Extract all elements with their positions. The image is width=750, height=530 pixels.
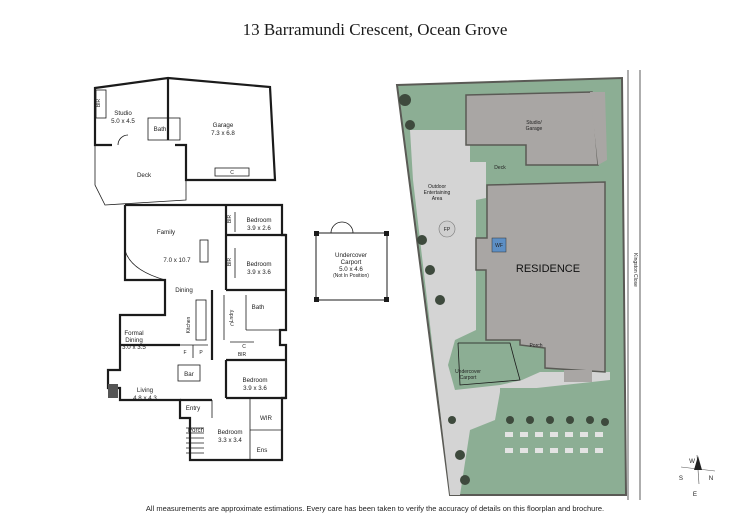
bir3-label: BIR (227, 257, 233, 266)
formal-dining-label: Formal (124, 330, 143, 337)
bath-label: Bath (252, 304, 265, 311)
entry-label: Entry (186, 405, 201, 412)
fire-pit-icon (438, 220, 456, 238)
bedroom1-size: 3.3 x 3.4 (218, 437, 242, 444)
ensuite-label: Ens (257, 447, 268, 454)
compass-n: N (709, 475, 713, 482)
deck-outline (94, 145, 187, 206)
bir-main-label: BIR (238, 352, 247, 358)
wir-label: WIR (260, 415, 273, 422)
site-fp-label: FP (444, 227, 451, 233)
living-label: Living (137, 387, 154, 394)
family-bay (124, 249, 166, 281)
porch-steps (186, 427, 204, 454)
street-name: Kingston Close (632, 253, 638, 287)
site-deck-label: Deck (494, 165, 506, 171)
studio-size: 5.0 x 4.5 (111, 118, 135, 125)
studio-door-swing (117, 134, 129, 146)
page-title: 13 Barramundi Crescent, Ocean Grove (242, 20, 508, 39)
fridge-label: F (183, 350, 186, 356)
studio-bir-label: BIR (96, 98, 102, 107)
site-carport-label: Undercover (455, 369, 481, 375)
trees (399, 94, 470, 485)
pantry-label: P (199, 350, 203, 356)
living-size: 4.8 x 4.3 (133, 395, 157, 402)
bedroom2-size: 3.9 x 2.6 (247, 225, 271, 232)
site-studio-garage-label: Studio/ (526, 120, 542, 126)
site-studio-garage-label-2: Garage (526, 126, 543, 132)
studio-bir-box (95, 89, 107, 119)
front-pavers (505, 432, 603, 453)
compass-w: W (689, 458, 695, 465)
garage-cupboard-label: C (230, 170, 234, 176)
site-plan: Kingston Close Studio/ Garage Deck Outdo… (395, 70, 641, 500)
studio-bath-walls (147, 117, 181, 141)
compass: W N S E (679, 454, 716, 498)
porch-label: Porch (188, 427, 205, 434)
studio-garage-extension (590, 92, 607, 165)
north-arrow-icon (694, 456, 702, 470)
site-outdoor-label-3: Area (432, 196, 443, 202)
formal-dining-size: 3.0 x 3.5 (122, 344, 146, 351)
bar-label: Bar (184, 371, 194, 378)
formal-dining-label-2: Dining (125, 337, 143, 344)
garage-cupboard (214, 167, 250, 177)
kitchen-label: Kitchen (186, 316, 192, 333)
bedroom3-size: 3.9 x 3.6 (247, 269, 271, 276)
front-lawn (500, 388, 610, 418)
carport-not-in-position: Undercover Carport 5.0 x 4.6 (Not In Pos… (314, 221, 389, 302)
studio-bath-label: Bath (154, 126, 167, 133)
cupboard-c1-label: C (230, 322, 234, 328)
site-carport-outline (457, 342, 521, 386)
fireplace-icon (108, 384, 118, 398)
laundry-label: Lndry (229, 309, 235, 322)
water-feature-icon (491, 237, 507, 253)
bedroom2-label: Bedroom (246, 217, 271, 224)
bedroom3-label: Bedroom (246, 261, 271, 268)
disclaimer: All measurements are approximate estimat… (145, 504, 605, 513)
carport-note: (Not In Position) (333, 273, 369, 279)
family-label: Family (157, 229, 176, 236)
residence-label: RESIDENCE (516, 263, 580, 275)
deck-label: Deck (137, 172, 152, 179)
bedroom4-label: Bedroom (242, 377, 267, 384)
site-outdoor-label: Outdoor (428, 184, 446, 190)
studio-garage-walls (93, 76, 277, 182)
dining-label: Dining (175, 287, 193, 294)
site-paving (410, 130, 610, 495)
family-unit (199, 239, 209, 263)
garage-label: Garage (213, 122, 234, 129)
bir2-label: BIR (227, 214, 233, 223)
floor-plan: Studio 5.0 x 4.5 BIR Bath Garage 7.3 x 6… (93, 76, 288, 462)
site-outdoor-label-2: Entertaining (424, 190, 451, 196)
carport-label-2: Carport (341, 259, 362, 266)
front-shrubs (506, 416, 609, 426)
kitchen-bench (195, 299, 207, 341)
garage-size: 7.3 x 6.8 (211, 130, 235, 137)
bar-counter (177, 364, 201, 382)
bedroom1-label: Bedroom (217, 429, 242, 436)
family-size: 7.0 x 10.7 (163, 257, 191, 264)
carport-size: 5.0 x 4.6 (339, 266, 363, 273)
residence-building (475, 181, 606, 373)
studio-label: Studio (114, 110, 132, 117)
site-carport-label-2: Carport (460, 375, 477, 381)
compass-s: S (679, 475, 683, 482)
compass-e: E (693, 491, 697, 498)
site-porch-label: Porch (529, 343, 542, 349)
carport-label: Undercover (335, 252, 367, 259)
site-annex (564, 370, 592, 382)
bedroom4-size: 3.9 x 3.6 (243, 385, 267, 392)
house-walls (106, 203, 288, 462)
cupboard-c2-label: C (242, 344, 246, 350)
site-wf-label: WF (495, 243, 503, 249)
